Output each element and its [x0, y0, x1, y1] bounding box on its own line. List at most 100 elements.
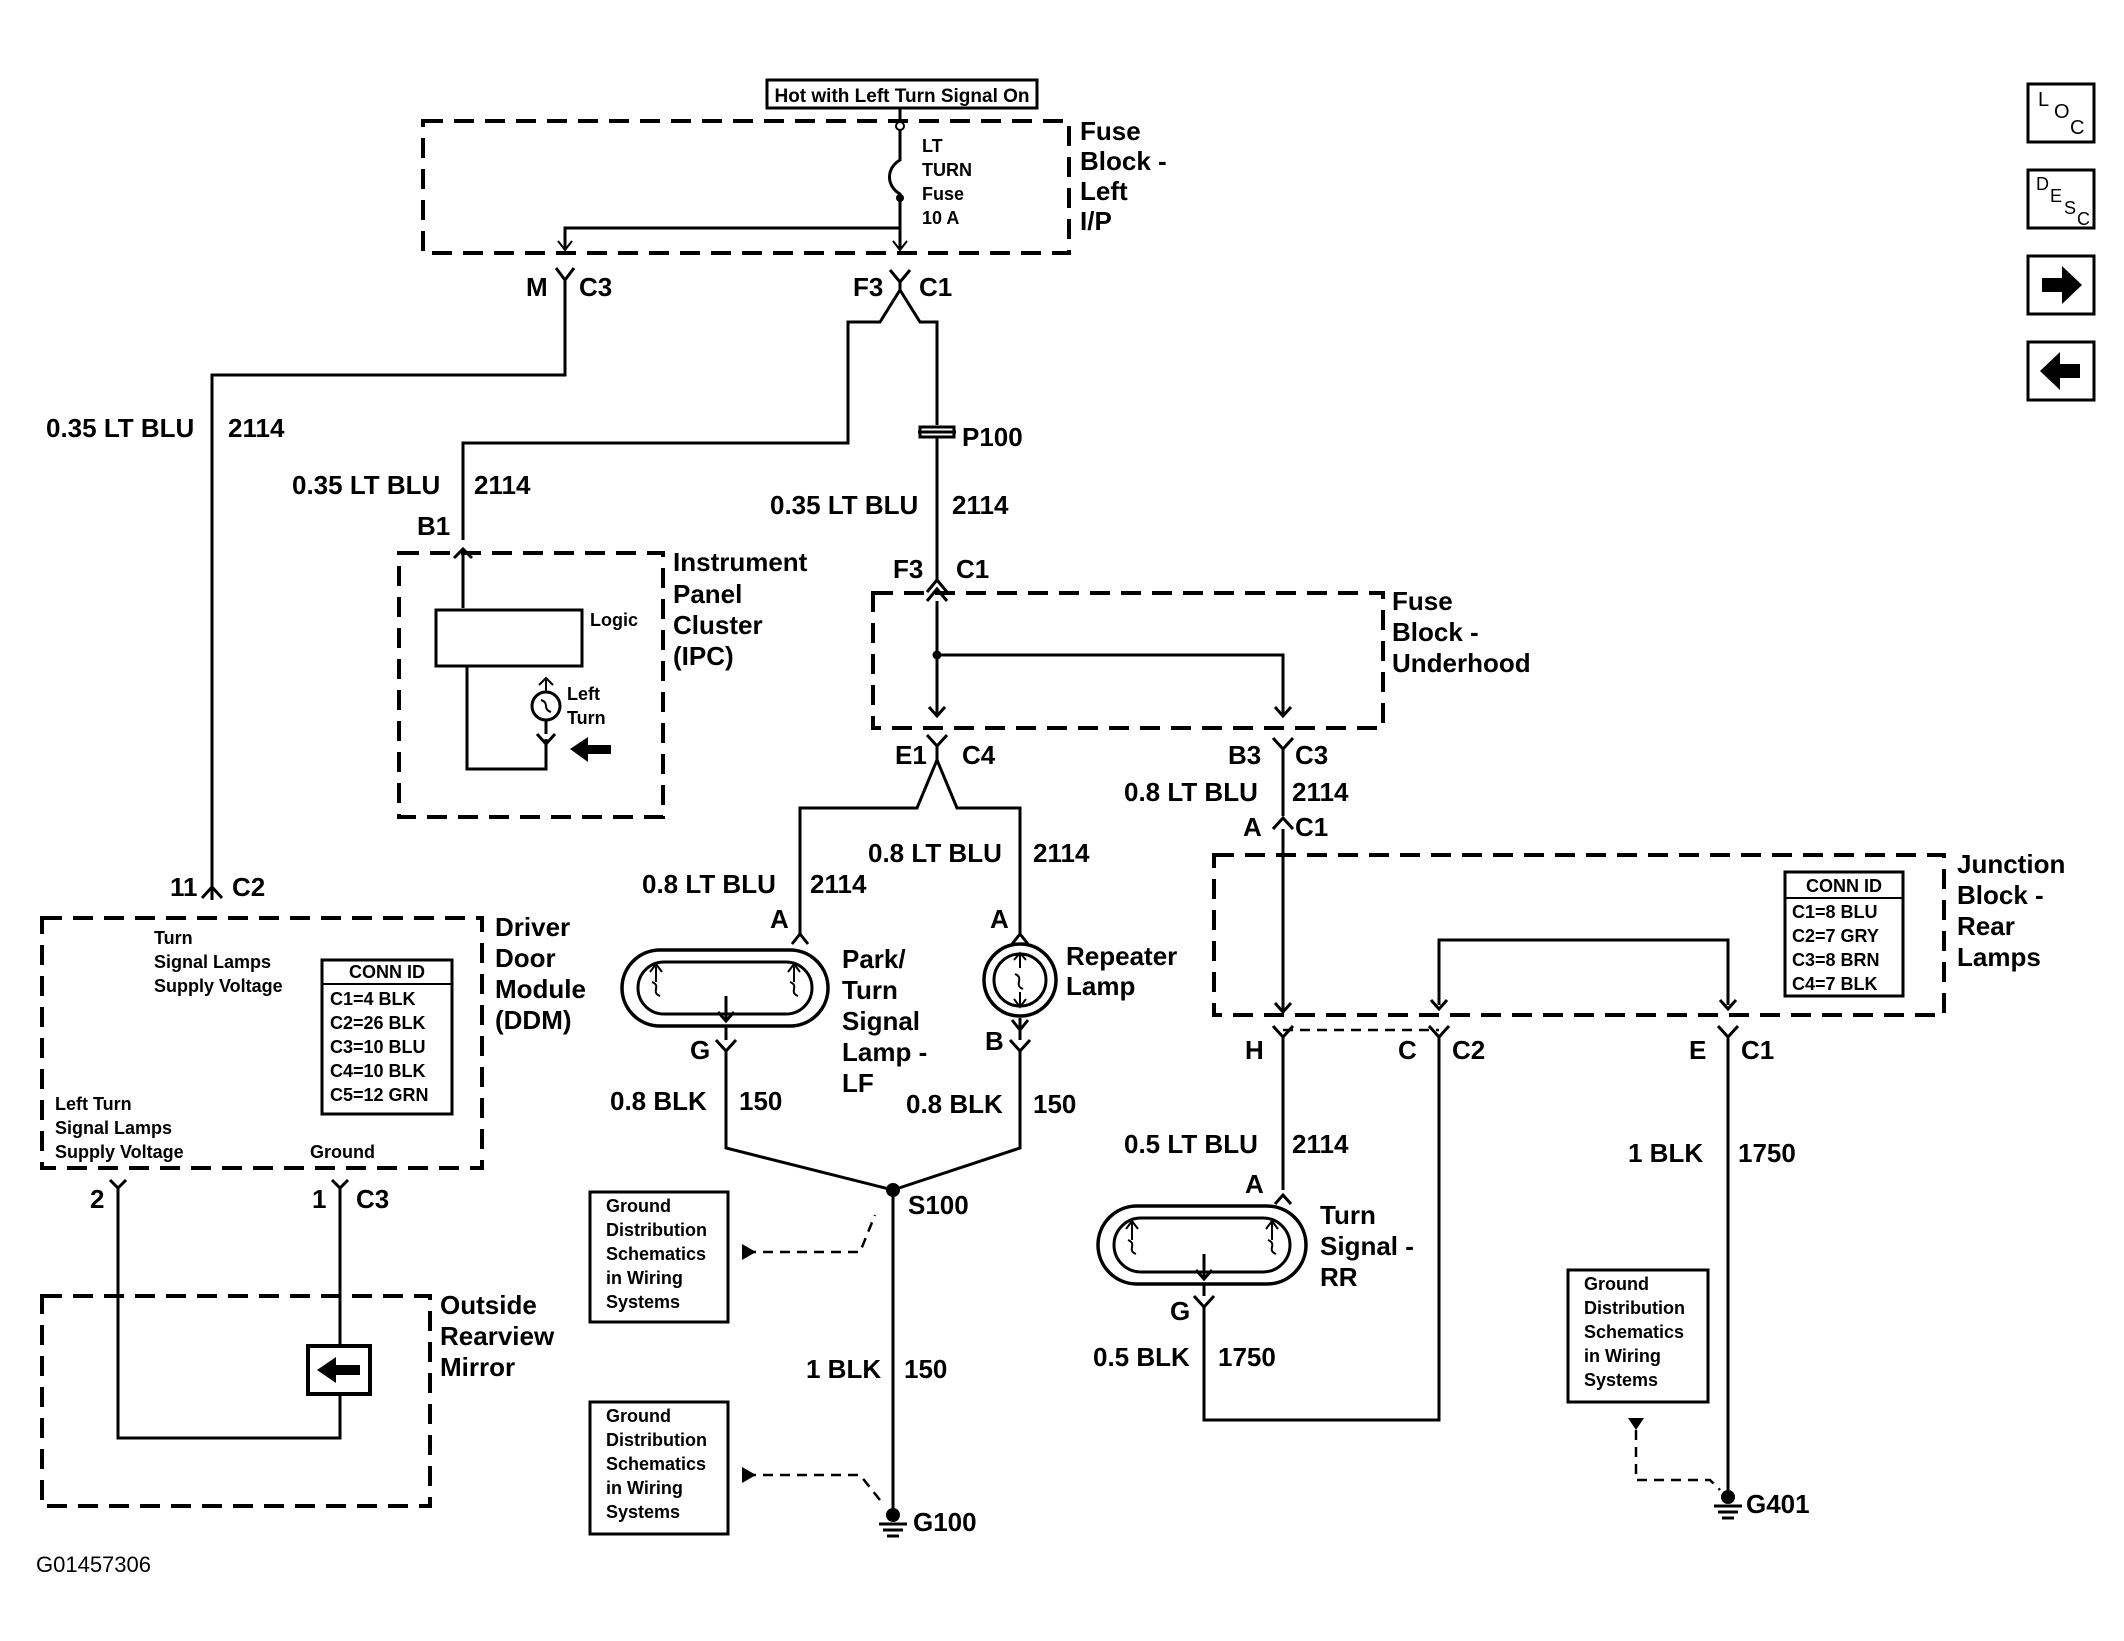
svg-text:Schematics: Schematics: [606, 1244, 706, 1264]
fuse-block-underhood-label: Fuse Block - Underhood: [1392, 586, 1531, 678]
svg-text:0.5 LT BLU: 0.5 LT BLU: [1124, 1129, 1258, 1159]
ddm-box: [40, 916, 484, 1170]
hot-label: Hot with Left Turn Signal On: [774, 86, 1029, 107]
svg-text:RR: RR: [1320, 1262, 1358, 1292]
ipc-box: [397, 551, 665, 819]
next-arrow-icon: [2042, 266, 2082, 304]
svg-text:Fuse: Fuse: [1080, 116, 1141, 146]
description-button[interactable]: D E S C: [2026, 168, 2096, 230]
svg-text:C3: C3: [1295, 740, 1328, 770]
svg-text:G401: G401: [1746, 1489, 1810, 1519]
svg-text:2114: 2114: [474, 470, 531, 500]
svg-text:Block -: Block -: [1392, 617, 1479, 647]
svg-text:0.35 LT BLU: 0.35 LT BLU: [46, 413, 194, 443]
g100-ground-symbol: [879, 1508, 907, 1538]
junction-block-label: Junction Block - Rear Lamps: [1957, 849, 2065, 972]
p100-inline-connector: [918, 425, 956, 439]
svg-text:1750: 1750: [1738, 1138, 1796, 1168]
g401-ground-symbol: [1714, 1490, 1742, 1520]
svg-text:C4: C4: [962, 740, 996, 770]
svg-text:Schematics: Schematics: [1584, 1322, 1684, 1342]
svg-text:G: G: [690, 1035, 710, 1065]
svg-text:Junction: Junction: [1957, 849, 2065, 879]
svg-text:Logic: Logic: [590, 610, 638, 630]
svg-text:Left: Left: [1080, 176, 1128, 206]
svg-text:B1: B1: [417, 511, 450, 541]
svg-text:(DDM): (DDM): [495, 1005, 572, 1035]
svg-text:Signal: Signal: [842, 1006, 920, 1036]
svg-text:1750: 1750: [1218, 1342, 1276, 1372]
prev-page-button[interactable]: [2026, 340, 2096, 402]
ddm-turn-supply-label: Turn Signal Lamps Supply Voltage: [154, 928, 283, 996]
next-page-button[interactable]: [2026, 254, 2096, 316]
svg-text:0.5 BLK: 0.5 BLK: [1093, 1342, 1190, 1372]
svg-text:10 A: 10 A: [922, 208, 959, 228]
repeater-lamp: [982, 942, 1058, 1018]
svg-text:Outside: Outside: [440, 1290, 537, 1320]
ground-distribution-ref-3: Ground Distribution Schematics in Wiring…: [1566, 1268, 1710, 1404]
svg-text:Rear: Rear: [1957, 911, 2015, 941]
wire-m-c3-to-ddm: [210, 290, 567, 892]
svg-text:Signal -: Signal -: [1320, 1231, 1414, 1261]
svg-text:Park/: Park/: [842, 944, 906, 974]
svg-text:C: C: [2077, 209, 2090, 229]
svg-text:2114: 2114: [952, 490, 1009, 520]
svg-text:O: O: [2054, 101, 2070, 123]
svg-text:Panel: Panel: [673, 579, 742, 609]
mirror-label: Outside Rearview Mirror: [440, 1290, 555, 1382]
svg-text:Distribution: Distribution: [1584, 1298, 1685, 1318]
wire-e1-fork: [798, 759, 939, 936]
svg-text:B: B: [985, 1026, 1004, 1056]
svg-text:2114: 2114: [228, 413, 285, 443]
svg-text:C5=12 GRN: C5=12 GRN: [330, 1085, 429, 1105]
ipc-label: Instrument Panel Cluster (IPC): [673, 547, 808, 671]
svg-text:Schematics: Schematics: [606, 1454, 706, 1474]
mirror-left-arrow-icon: [317, 1357, 360, 1383]
svg-text:(IPC): (IPC): [673, 641, 734, 671]
svg-text:C2: C2: [232, 872, 265, 902]
svg-text:P100: P100: [962, 422, 1023, 452]
svg-text:150: 150: [739, 1086, 782, 1116]
svg-text:F3: F3: [893, 554, 923, 584]
svg-text:in Wiring: in Wiring: [1584, 1346, 1661, 1366]
svg-text:LF: LF: [842, 1068, 874, 1098]
svg-text:150: 150: [904, 1354, 947, 1384]
svg-text:Left Turn: Left Turn: [55, 1094, 132, 1114]
svg-text:0.35 LT BLU: 0.35 LT BLU: [770, 490, 918, 520]
svg-text:C1=8 BLU: C1=8 BLU: [1792, 902, 1878, 922]
svg-text:2114: 2114: [1292, 777, 1349, 807]
svg-text:LT: LT: [922, 136, 943, 156]
svg-text:Systems: Systems: [1584, 1370, 1658, 1390]
svg-text:Distribution: Distribution: [606, 1220, 707, 1240]
ddm-label: Driver Door Module (DDM): [495, 912, 586, 1035]
svg-text:C1: C1: [919, 272, 952, 302]
figure-id: G01457306: [36, 1552, 151, 1577]
svg-text:1 BLK: 1 BLK: [1628, 1138, 1703, 1168]
svg-text:1: 1: [312, 1184, 326, 1214]
svg-text:C4=10 BLK: C4=10 BLK: [330, 1061, 426, 1081]
svg-text:Turn: Turn: [842, 975, 898, 1005]
svg-text:C: C: [1398, 1035, 1417, 1065]
svg-text:Systems: Systems: [606, 1502, 680, 1522]
svg-text:C3=10 BLU: C3=10 BLU: [330, 1037, 426, 1057]
fuse-block-lip-box: [421, 119, 1071, 255]
svg-text:1 BLK: 1 BLK: [806, 1354, 881, 1384]
svg-text:Turn: Turn: [567, 708, 606, 728]
svg-text:F3: F3: [853, 272, 883, 302]
svg-text:C3: C3: [356, 1184, 389, 1214]
svg-text:0.35 LT BLU: 0.35 LT BLU: [292, 470, 440, 500]
svg-text:Turn: Turn: [1320, 1200, 1376, 1230]
ground-distribution-ref-1: Ground Distribution Schematics in Wiring…: [588, 1190, 730, 1324]
svg-text:Ground: Ground: [606, 1406, 671, 1426]
svg-text:Underhood: Underhood: [1392, 648, 1531, 678]
ground-distribution-ref-2: Ground Distribution Schematics in Wiring…: [588, 1400, 730, 1536]
svg-text:2114: 2114: [1292, 1129, 1349, 1159]
svg-text:E: E: [2050, 186, 2062, 206]
svg-text:C2=26 BLK: C2=26 BLK: [330, 1013, 426, 1033]
location-button[interactable]: L O C: [2026, 82, 2096, 144]
svg-text:Instrument: Instrument: [673, 547, 808, 577]
svg-text:E1: E1: [895, 740, 927, 770]
park-turn-signal-lamp-lf: [620, 948, 830, 1028]
svg-text:Ground: Ground: [310, 1142, 375, 1162]
svg-text:E: E: [1689, 1035, 1706, 1065]
